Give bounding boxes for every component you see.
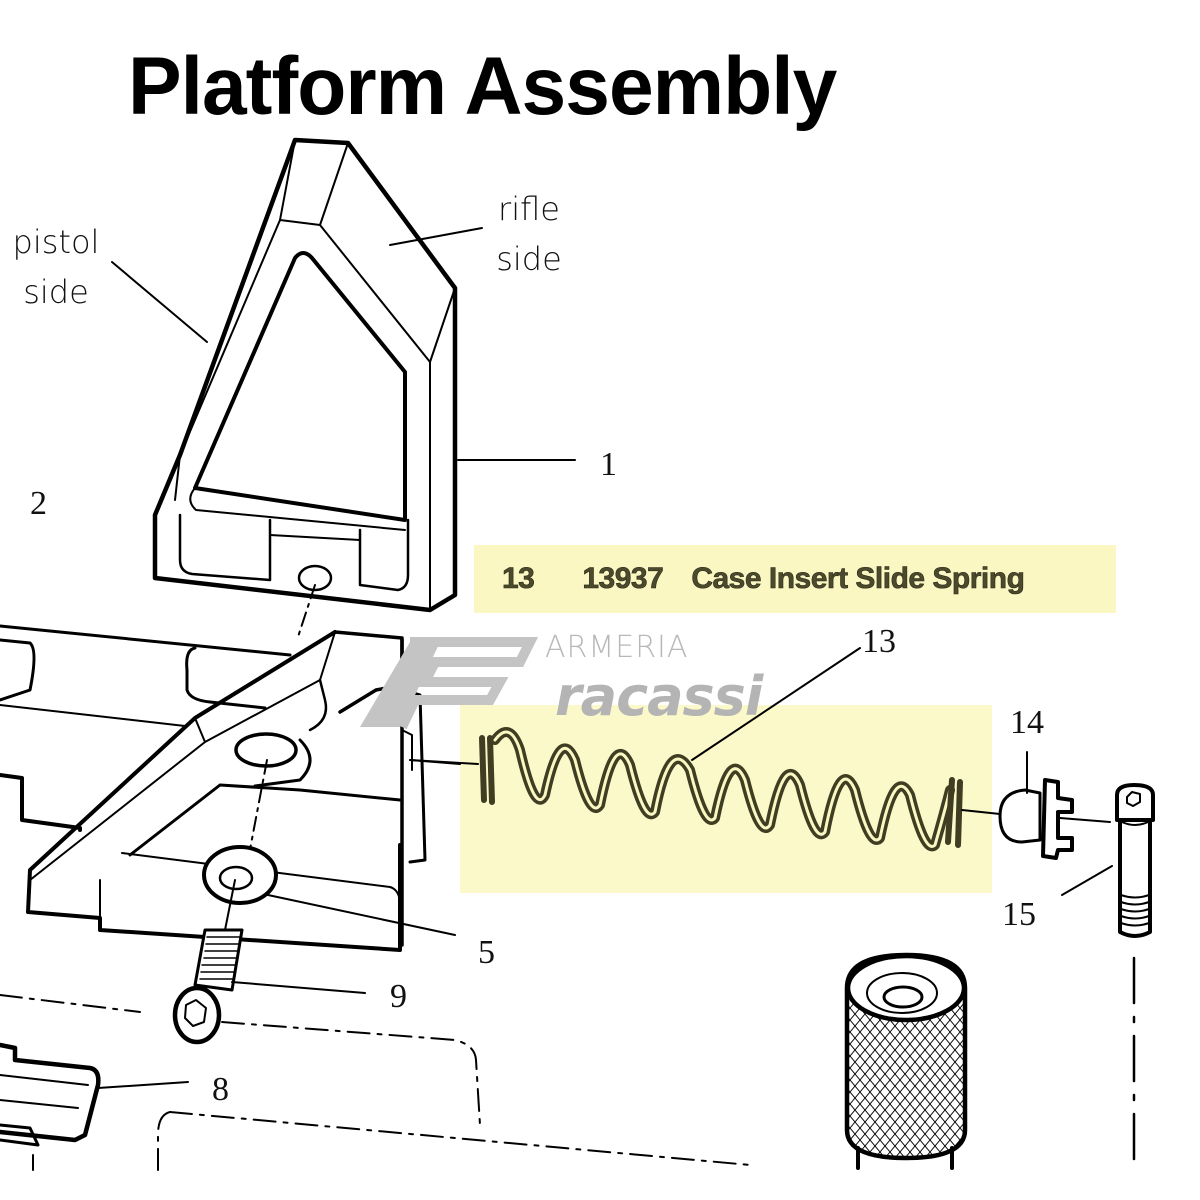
callout-2: 2 [30, 485, 47, 522]
callout-15: 15 [1002, 896, 1036, 933]
label-pistol-side-line1: pistol [12, 223, 100, 261]
callout-5: 5 [478, 934, 495, 971]
callout-1: 1 [600, 446, 617, 483]
highlighted-part-banner: 13 13937 Case Insert Slide Spring [474, 545, 1116, 613]
part-5-washer [202, 845, 456, 936]
callout-9: 9 [390, 978, 407, 1015]
part-14-plunger [998, 751, 1111, 860]
part-8-slide-block [0, 1042, 189, 1147]
callout-8: 8 [212, 1071, 229, 1108]
label-pistol-side-line2: side [23, 272, 89, 311]
label-pistol-side: pistol side [11, 218, 101, 317]
part-2-platform [0, 624, 461, 952]
label-rifle-side-line2: side [496, 239, 562, 278]
label-rifle-side-line1: rifle [498, 190, 560, 228]
part-9-screw [172, 879, 366, 1045]
page-title: Platform Assembly [128, 41, 837, 132]
label-rifle-side: rifle side [494, 185, 564, 284]
knurled-nut [844, 952, 968, 1170]
part-15-shoulder-screw [1061, 783, 1155, 1170]
part-description: Case Insert Slide Spring [691, 562, 1025, 596]
part-number: 13937 [582, 562, 664, 596]
part-item-number: 13 [502, 562, 535, 596]
part-1-case-insert [152, 137, 576, 613]
part-13-spring [409, 647, 1001, 852]
callout-14: 14 [1010, 704, 1044, 741]
callout-13: 13 [862, 623, 896, 660]
